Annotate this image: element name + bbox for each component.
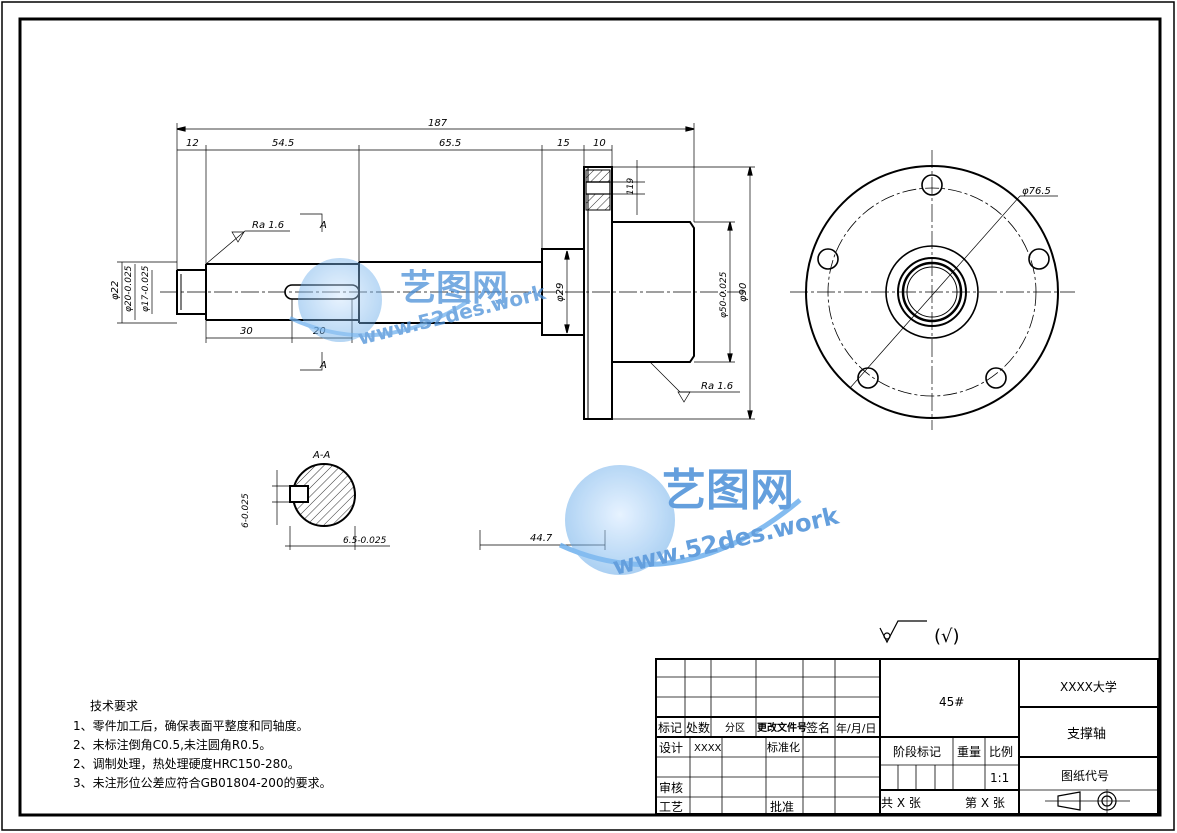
tb-mark: 标记 — [658, 721, 682, 735]
front-dimension-labels: 187 12 54.5 65.5 15 10 30 20 Ra 1.6 Ra 1… — [110, 118, 749, 392]
ra-label-right: Ra 1.6 — [701, 381, 733, 392]
tb-approve: 批准 — [770, 799, 794, 814]
front-dimensions — [117, 123, 755, 420]
dim-phi90: φ90 — [738, 283, 749, 302]
note-item: 2、未标注倒角C0.5,未注圆角R0.5。 — [73, 737, 271, 752]
watermark-brand-2: 艺图网 — [662, 465, 794, 516]
tb-design: 设计 — [659, 741, 683, 755]
tb-drawing-code: 图纸代号 — [1061, 769, 1109, 783]
dim-phi50: φ50-0.025 — [719, 271, 729, 318]
title-block — [655, 658, 1159, 815]
tb-zone: 分区 — [725, 722, 745, 734]
dim-phi22: φ22 — [110, 281, 121, 300]
watermark-2: 艺图网 www.52des.work — [558, 465, 842, 581]
note-item: 3、未注形位公差应符合GB01804-200的要求。 — [73, 775, 332, 790]
tb-material: 45# — [939, 695, 964, 709]
dim-phi17: φ17-0.025 — [141, 265, 151, 312]
tb-scale: 1:1 — [990, 771, 1009, 785]
tb-process: 工艺 — [659, 800, 683, 814]
dim-phi29: φ29 — [555, 283, 566, 302]
roughness-symbol — [879, 620, 927, 644]
projection-symbol-icon — [1045, 789, 1130, 813]
roughness-note: (√) — [934, 626, 960, 647]
tb-total-sheets: 共 X 张 — [881, 796, 921, 810]
dim-15: 15 — [557, 138, 570, 149]
tb-sign: 签名 — [806, 720, 830, 735]
note-item: 2、调制处理，热处理硬度HRC150-280。 — [73, 756, 300, 771]
dim-total: 187 — [428, 118, 448, 129]
section-mark-top: A — [319, 220, 327, 231]
tb-date: 年/月/日 — [836, 721, 876, 735]
flange-side-view — [790, 150, 1075, 430]
tb-scale-label: 比例 — [989, 745, 1013, 759]
dim-44-7: 44.7 — [530, 533, 553, 544]
dim-10: 10 — [593, 138, 606, 149]
tb-review: 审核 — [659, 780, 683, 795]
tb-doc: 更改文件号 — [757, 721, 807, 734]
watermark-1: 艺图网 www.52des.work — [289, 258, 549, 350]
tb-part-name: 支撑轴 — [1067, 727, 1106, 742]
tb-count: 处数 — [686, 720, 710, 735]
dim-119: 119 — [626, 178, 636, 195]
dim-key-depth: 6.5-0.025 — [343, 536, 387, 546]
inner-frame — [18, 17, 1162, 817]
shaft-front-view — [160, 166, 745, 420]
tb-stage: 阶段标记 — [893, 744, 941, 759]
note-item: 1、零件加工后，确保表面平整度和同轴度。 — [73, 718, 309, 733]
dim-key-width: 6-0.025 — [241, 493, 251, 528]
tb-standard: 标准化 — [767, 740, 800, 754]
ra-label-left: Ra 1.6 — [252, 220, 284, 231]
tb-weight: 重量 — [957, 745, 981, 759]
dim-phi20: φ20-0.025 — [124, 265, 134, 312]
tb-designer: XXXX — [694, 743, 722, 754]
dim-12: 12 — [186, 138, 199, 149]
dim-30: 30 — [240, 326, 253, 337]
title-block-text: 标记 处数 分区 更改文件号 签名 年/月/日 设计 XXXX 标准化 审核 工… — [658, 679, 1117, 814]
tb-sheet-no: 第 X 张 — [965, 796, 1005, 810]
technical-notes: 技术要求 1、零件加工后，确保表面平整度和同轴度。 2、未标注倒角C0.5,未注… — [73, 699, 332, 790]
notes-title: 技术要求 — [90, 699, 138, 713]
dim-phi76-5: φ76.5 — [1022, 186, 1051, 197]
watermark-brand-1: 艺图网 — [400, 268, 508, 309]
section-title: A-A — [312, 450, 330, 461]
section-a-a — [272, 463, 606, 550]
tb-school: XXXX大学 — [1060, 679, 1117, 694]
dim-65-5: 65.5 — [439, 138, 461, 149]
dim-54-5: 54.5 — [272, 138, 294, 149]
section-mark-bottom: A — [319, 360, 327, 371]
